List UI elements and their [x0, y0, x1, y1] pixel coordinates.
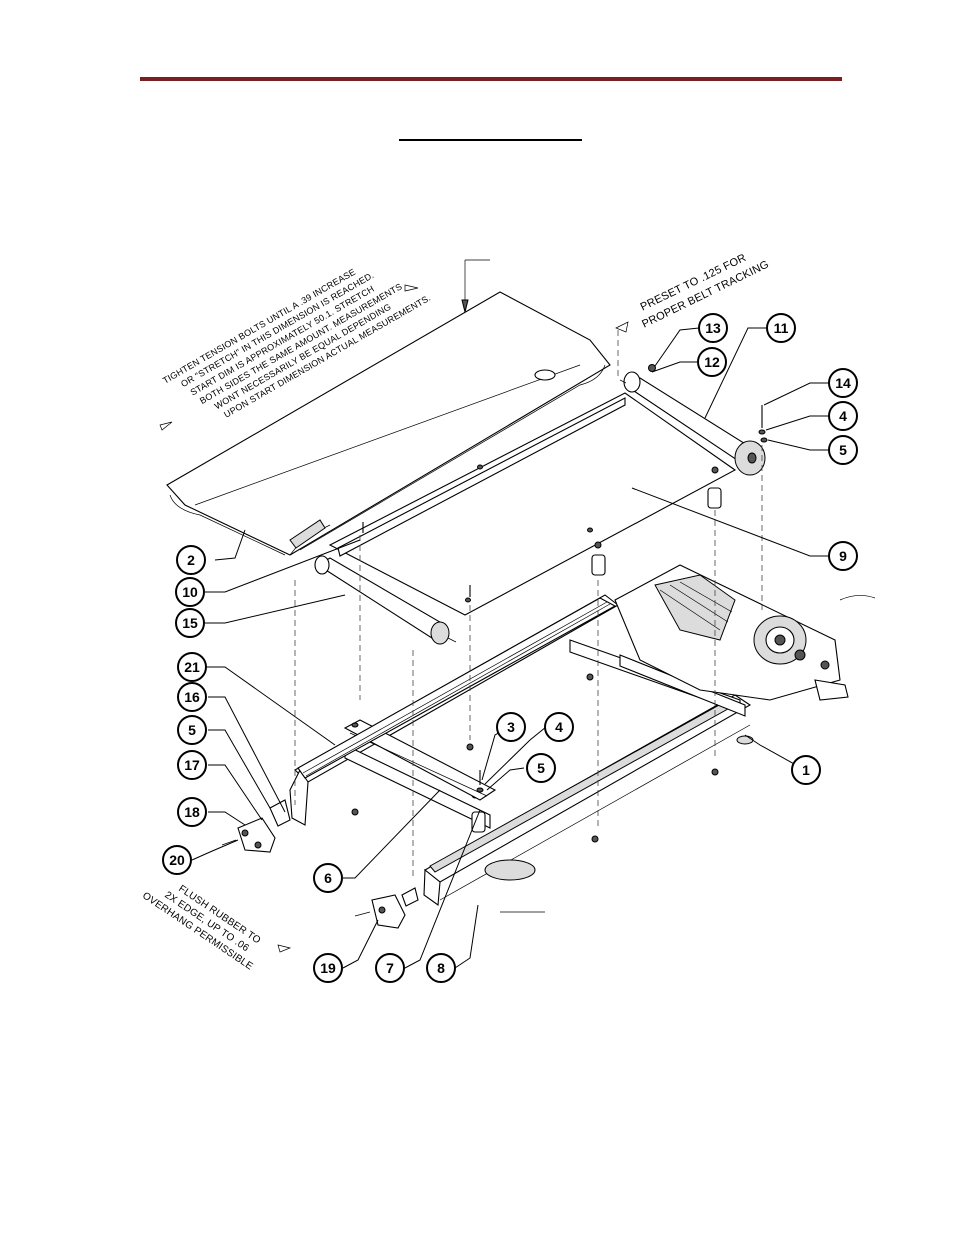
- callout-label-2: 2: [187, 552, 195, 568]
- callout-8: 8: [426, 953, 456, 983]
- rear-roller: [619, 371, 766, 476]
- callout-label-6: 6: [324, 870, 332, 886]
- callout-1: 1: [791, 755, 821, 785]
- callout-15: 15: [175, 608, 205, 638]
- callout-label-17: 17: [184, 757, 200, 773]
- callout-label-7: 7: [386, 960, 394, 976]
- callout-20: 20: [162, 845, 192, 875]
- callout-label-1: 1: [802, 762, 810, 778]
- callout-label-9: 9: [839, 548, 847, 564]
- rear-hardware: [362, 364, 768, 785]
- note-rubber: FLUSH RUBBER TO 2X EDGE, UP TO .06 OVERH…: [140, 883, 262, 972]
- callout-label-21: 21: [184, 659, 200, 675]
- callout-12: 12: [697, 347, 727, 377]
- deck-board: [328, 392, 737, 616]
- callout-label-5-left: 5: [188, 722, 196, 738]
- callout-13: 13: [698, 313, 728, 343]
- callout-leaders: [191, 327, 829, 969]
- callout-label-19: 19: [320, 960, 336, 976]
- callout-7: 7: [375, 953, 405, 983]
- alignment-lines: [294, 330, 763, 880]
- callout-19: 19: [313, 953, 343, 983]
- callout-3: 3: [496, 712, 526, 742]
- callout-label-3: 3: [507, 719, 515, 735]
- callout-5-front: 5: [526, 753, 556, 783]
- callout-10: 10: [175, 577, 205, 607]
- title-underline: [399, 139, 582, 141]
- callout-label-12: 12: [704, 354, 720, 370]
- header-rule: [140, 77, 842, 81]
- end-caps: [221, 799, 419, 929]
- callout-label-11: 11: [774, 320, 789, 336]
- callout-label-16: 16: [184, 689, 200, 705]
- callout-6: 6: [313, 863, 343, 893]
- callout-label-8: 8: [437, 960, 445, 976]
- callout-11: 11: [766, 313, 796, 343]
- callout-14: 14: [828, 368, 858, 398]
- callout-label-14: 14: [835, 375, 851, 391]
- rail-rubbers: [297, 597, 617, 779]
- callout-label-5-front: 5: [537, 760, 545, 776]
- callout-label-10: 10: [182, 584, 198, 600]
- callout-4-front: 4: [544, 712, 574, 742]
- dimension-marks: [159, 259, 876, 953]
- front-roller: [314, 555, 457, 645]
- callout-9: 9: [828, 541, 858, 571]
- callout-label-5-rear: 5: [839, 442, 847, 458]
- callout-label-18: 18: [184, 804, 200, 820]
- callout-5-rear: 5: [828, 435, 858, 465]
- callout-label-13: 13: [705, 320, 721, 336]
- callout-5-left: 5: [177, 715, 207, 745]
- callout-16: 16: [177, 682, 207, 712]
- callout-label-15: 15: [182, 615, 198, 631]
- callout-21: 21: [177, 652, 207, 682]
- callout-label-20: 20: [169, 852, 185, 868]
- callout-17: 17: [177, 750, 207, 780]
- front-cross-bar: [343, 719, 497, 801]
- callout-label-4-front: 4: [555, 719, 563, 735]
- callout-label-4-rear: 4: [839, 408, 847, 424]
- callout-2: 2: [176, 545, 206, 575]
- callout-4-rear: 4: [828, 401, 858, 431]
- note-tracking: PRESET TO .125 FOR PROPER BELT TRACKING: [639, 252, 771, 331]
- running-belt: [166, 291, 611, 556]
- callout-18: 18: [177, 797, 207, 827]
